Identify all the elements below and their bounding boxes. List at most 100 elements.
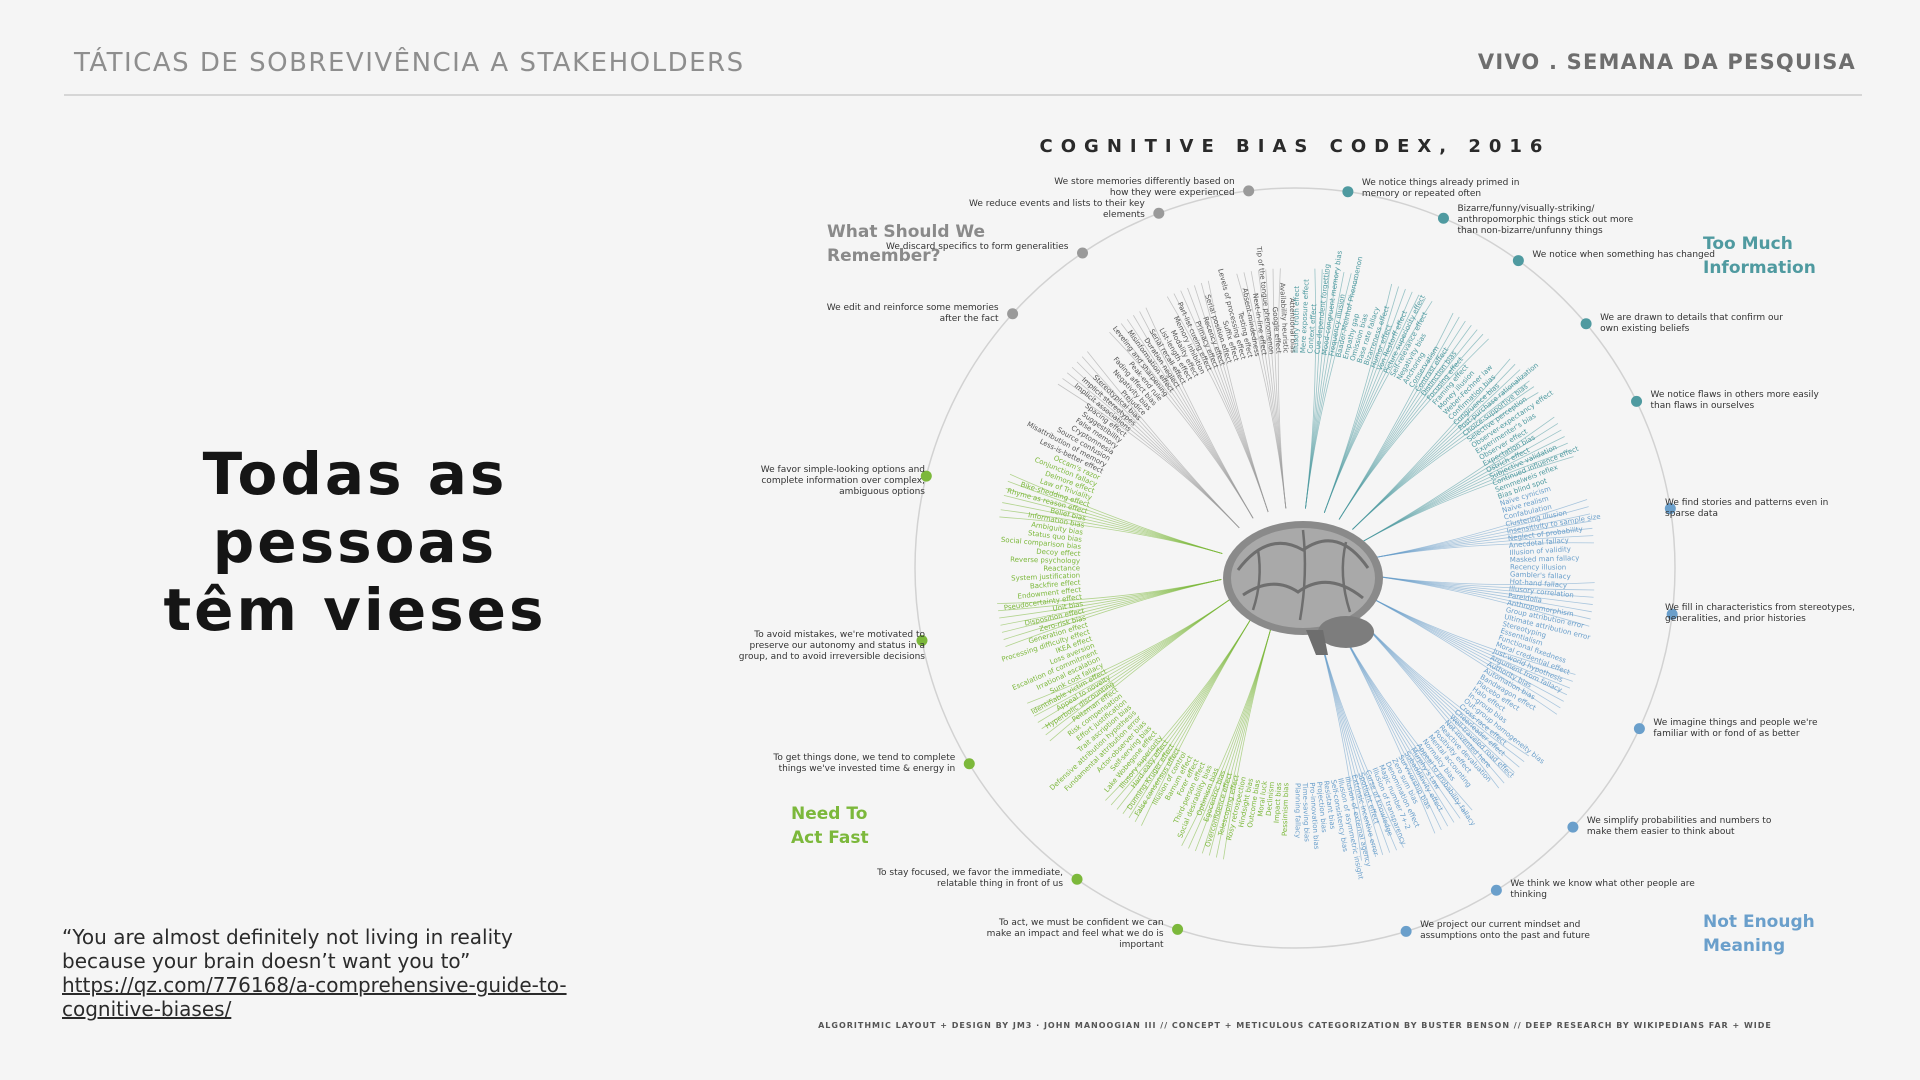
- codex-node-dot: [920, 470, 932, 482]
- codex-bias-label: Availability heuristic: [1278, 282, 1290, 353]
- codex-node-dot: [1172, 923, 1184, 935]
- header-right-title: VIVO . SEMANA DA PESQUISA: [1477, 50, 1856, 74]
- codex-node-label: To stay focused, we favor the immediate,…: [877, 868, 1064, 890]
- header-left-title: TÁTICAS DE SOBREVIVÊNCIA A STAKEHOLDERS: [74, 48, 745, 78]
- codex-node-label: We store memories differently based on h…: [1054, 176, 1235, 198]
- codex-branch: [999, 516, 1223, 554]
- codex-bias-label: Masked man fallacy: [1510, 554, 1580, 564]
- codex-node-dot: [1437, 212, 1449, 224]
- codex-branch: [1362, 416, 1555, 543]
- codex-branch: [1369, 574, 1595, 585]
- codex-node-label: We favor simple-looking options and comp…: [760, 465, 925, 498]
- codex-bias-label: Time-saving bias: [1301, 782, 1311, 843]
- codex-node-dot: [916, 635, 928, 647]
- codex-branch: [1223, 624, 1273, 860]
- codex-branch: [1369, 499, 1588, 560]
- codex-branch: [1005, 579, 1222, 648]
- codex-node-label: We notice when something has changed: [1532, 249, 1715, 260]
- codex-bias-label: System justification: [1011, 571, 1080, 582]
- codex-node-label: We project our current mindset and assum…: [1420, 920, 1590, 942]
- codex-node-label: We find stories and patterns even in spa…: [1665, 497, 1829, 519]
- sector-label-remember: What Should We Remember?: [827, 220, 985, 268]
- sector-meaning-line-2: Meaning: [1703, 936, 1786, 956]
- codex-node-label: We notice things already primed in memor…: [1361, 177, 1520, 199]
- codex-branch: [1323, 283, 1393, 513]
- codex-node-dot: [1666, 608, 1678, 620]
- sector-info-line-1: Too Much: [1703, 234, 1793, 254]
- codex-branch: [1305, 268, 1317, 509]
- source-link[interactable]: https://qz.com/776168/a-comprehensive-gu…: [62, 973, 567, 1021]
- codex-node-dot: [963, 758, 975, 770]
- headline-line-1: Todas as: [202, 440, 508, 508]
- codex-bias-label: Planning fallacy: [1294, 783, 1302, 838]
- codex-bias-label: Gambler's fallacy: [1510, 570, 1571, 580]
- codex-node-label: To get things done, we tend to complete …: [773, 752, 956, 774]
- codex-node-label: We discard specifics to form generalitie…: [885, 241, 1069, 252]
- codex-node-dot: [1490, 884, 1502, 896]
- codex-node-dot: [1342, 186, 1354, 198]
- codex-branch: [1057, 383, 1240, 529]
- codex-bias-label: Illusory truth effect: [1292, 286, 1301, 353]
- sector-label-meaning: Not Enough Meaning: [1703, 910, 1815, 958]
- headline: Todas as pessoas têm vieses: [150, 440, 560, 644]
- codex-branch: [1049, 598, 1231, 742]
- codex-bias-label: Illusion of validity: [1509, 545, 1571, 557]
- codex-node-dot: [1664, 503, 1676, 515]
- codex-node-label: Bizarre/funny/visually-striking/ anthrop…: [1457, 204, 1634, 237]
- codex-node-dot: [1567, 821, 1579, 833]
- codex-branch: [1141, 616, 1253, 826]
- codex-title: COGNITIVE BIAS CODEX, 2016: [1039, 136, 1551, 157]
- codex-bias-label: Decoy effect: [1036, 548, 1081, 558]
- quote-block: “You are almost definitely not living in…: [62, 925, 582, 1021]
- codex-branch: [1338, 312, 1454, 520]
- sector-remember-line-2: Remember?: [827, 246, 941, 266]
- codex-node-label: We simplify probabilities and numbers to…: [1586, 816, 1772, 838]
- codex-node-label: We think we know what other people are t…: [1510, 879, 1695, 901]
- codex-bias-label: Reactance: [1043, 564, 1080, 572]
- codex-bias-label: Context effect: [1306, 303, 1318, 353]
- codex-node-label: We edit and reinforce some memories afte…: [826, 302, 999, 324]
- codex-node-dot: [1512, 255, 1524, 267]
- sector-fast-line-2: Act Fast: [791, 828, 869, 848]
- sector-meaning-line-1: Not Enough: [1703, 912, 1815, 932]
- sector-label-info: Too Much Information: [1703, 232, 1816, 280]
- codex-outer-ring: [914, 187, 1676, 949]
- codex-bias-label: Attentional bias: [1288, 298, 1297, 354]
- brain-icon: [1223, 521, 1383, 655]
- codex-node-label: To avoid mistakes, we're motivated to pr…: [738, 629, 925, 662]
- sector-label-fast: Need To Act Fast: [791, 802, 869, 850]
- codex-node-label: We fill in characteristics from stereoty…: [1665, 603, 1855, 625]
- headline-line-3: têm vieses: [163, 576, 547, 644]
- quote-line-1: “You are almost definitely not living in…: [62, 925, 513, 949]
- codex-bias-label: Mere exposure effect: [1299, 279, 1311, 354]
- codex-bias-label: Backfire effect: [1030, 579, 1081, 591]
- codex-footer: ALGORITHMIC LAYOUT + DESIGN BY JM3 · JOH…: [818, 1021, 1772, 1030]
- sector-remember-line-1: What Should We: [827, 222, 986, 242]
- codex-node-label: We notice flaws in others more easily th…: [1650, 390, 1819, 412]
- codex-node-dot: [1071, 873, 1083, 885]
- codex-branches: [997, 268, 1595, 861]
- codex-bias-label: Impact bias: [1273, 782, 1284, 824]
- quote-line-2: because your brain doesn’t want you to”: [62, 949, 471, 973]
- codex-branch: [1362, 593, 1576, 675]
- codex-branch: [1109, 331, 1254, 519]
- sector-fast-line-1: Need To: [791, 804, 868, 824]
- codex-node-label: We reduce events and lists to their key …: [969, 199, 1145, 221]
- headline-line-2: pessoas: [212, 508, 498, 576]
- codex-bias-label: Recency illusion: [1510, 563, 1566, 571]
- codex-branch: [1166, 296, 1269, 513]
- codex-branch: [1352, 358, 1511, 530]
- codex-bias-label: Reverse psychology: [1010, 556, 1080, 566]
- codex-node-dot: [1580, 318, 1592, 330]
- sector-info-line-2: Information: [1703, 258, 1816, 278]
- codex-nodes: [916, 185, 1678, 937]
- codex-node-dot: [1077, 247, 1089, 259]
- codex-node-dot: [1633, 723, 1645, 735]
- codex-node-label: We are drawn to details that confirm our…: [1600, 312, 1783, 334]
- codex-node-label: We imagine things and people we're famil…: [1653, 717, 1818, 739]
- codex-bias-label: Declinism: [1265, 781, 1276, 816]
- codex-node-label: To act, we must be confident we can make…: [986, 918, 1164, 951]
